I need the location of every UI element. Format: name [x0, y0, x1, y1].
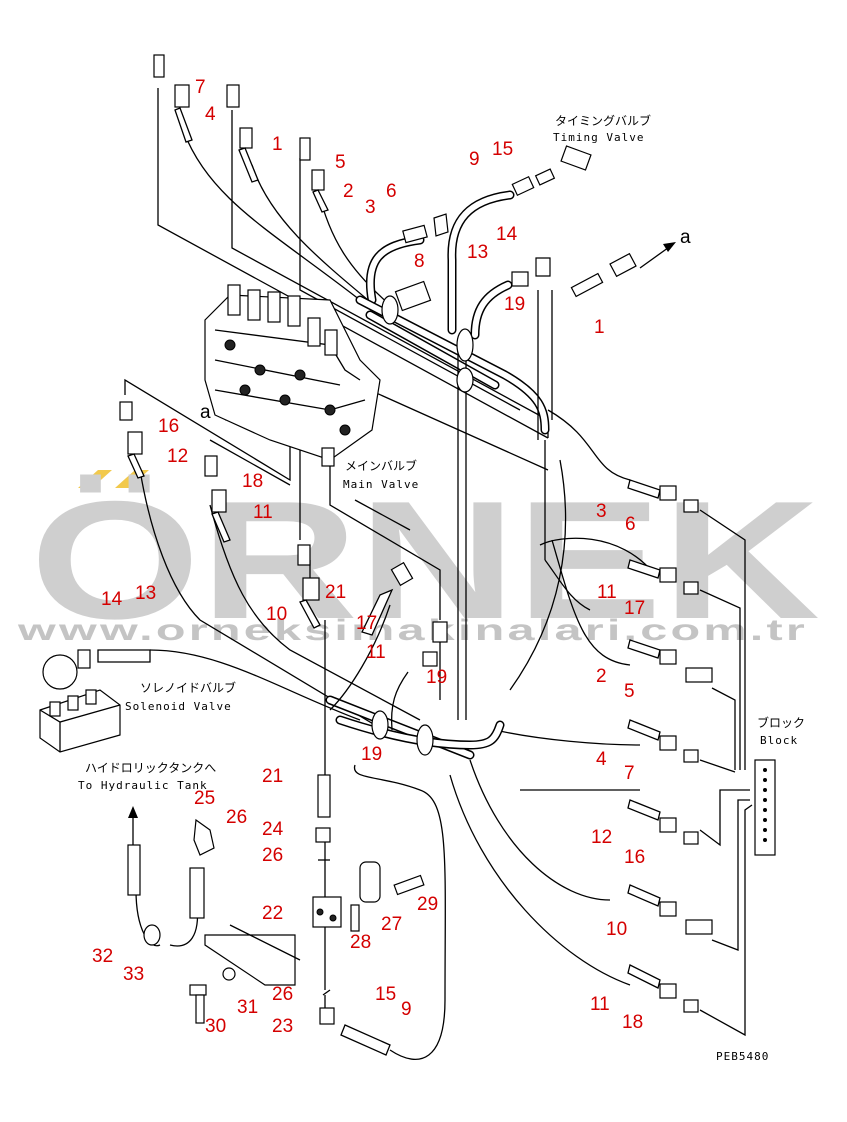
callout: 1 [594, 317, 605, 338]
hose-routing [124, 88, 753, 1060]
callout: 9 [401, 999, 412, 1020]
callout: 1 [272, 134, 283, 155]
view-marker-a: a [200, 402, 211, 423]
callout: 23 [272, 1016, 293, 1037]
watermark: ÖRNEK www.orneksimakinalari.com.tr [16, 466, 820, 654]
callout: 19 [361, 744, 382, 765]
callout: 5 [624, 681, 635, 702]
timing-valve-label-jp: タイミングバルブ [555, 113, 651, 128]
callout: 15 [375, 984, 396, 1005]
callout: 33 [123, 964, 144, 985]
callout: 11 [253, 502, 273, 523]
callout: 14 [496, 224, 518, 245]
callout: 4 [205, 104, 216, 125]
hydraulic-tank-label: To Hydraulic Tank [78, 779, 208, 792]
callout: 22 [262, 903, 283, 924]
callout: 9 [469, 149, 480, 170]
callout: 26 [262, 845, 283, 866]
solenoid-valve-label-jp: ソレノイドバルブ [140, 680, 236, 695]
watermark-url: www.orneksimakinalari.com.tr [16, 614, 808, 647]
callout: 31 [237, 997, 258, 1018]
callout: 24 [262, 819, 284, 840]
callout: 15 [492, 139, 513, 160]
callout: 29 [417, 894, 438, 915]
watermark-accent [78, 470, 112, 488]
callout: 2 [343, 181, 354, 202]
clamps [371, 280, 474, 756]
annotations: タイミングバルブ Timing Valve メインバルブ Main Valve … [78, 113, 805, 1063]
timing-valve-label: Timing Valve [553, 131, 644, 144]
callout: 8 [414, 251, 425, 272]
callout: 10 [606, 919, 627, 940]
callout: 11 [366, 642, 386, 663]
main-valve [204, 284, 381, 467]
callout: 11 [590, 994, 610, 1015]
callout: 3 [365, 197, 376, 218]
callout: 21 [325, 582, 346, 603]
solenoid-valve-label: Solenoid Valve [125, 700, 232, 713]
callout: 14 [101, 589, 123, 610]
callout: 10 [266, 604, 287, 625]
callout: 18 [242, 471, 263, 492]
callout: 11 [597, 582, 617, 603]
block-label: Block [760, 734, 798, 747]
callout: 17 [356, 613, 377, 634]
view-marker-a: a [680, 227, 691, 248]
callout: 17 [624, 598, 645, 619]
callout: 2 [596, 666, 607, 687]
callout: 16 [624, 847, 645, 868]
callout: 19 [504, 294, 525, 315]
callout: 32 [92, 946, 113, 967]
fittings [39, 54, 776, 1056]
accumulator [42, 654, 78, 690]
callout: 27 [381, 914, 402, 935]
callout: 3 [596, 501, 607, 522]
callout: 21 [262, 766, 283, 787]
callout: 12 [167, 446, 188, 467]
callout: 12 [591, 827, 612, 848]
callout: 7 [195, 77, 206, 98]
callout: 30 [205, 1016, 226, 1037]
callout: 5 [335, 152, 346, 173]
callout: 6 [386, 181, 397, 202]
block-label-jp: ブロック [757, 715, 805, 730]
callout: 19 [426, 667, 447, 688]
callout: 16 [158, 416, 179, 437]
block [754, 759, 776, 856]
callout: 25 [194, 788, 215, 809]
drawing-number: PEB5480 [716, 1050, 769, 1063]
main-valve-label: Main Valve [343, 478, 419, 491]
callout: 7 [624, 763, 635, 784]
callout: 13 [135, 583, 156, 604]
callout: 26 [272, 984, 293, 1005]
callout: 4 [596, 749, 607, 770]
main-valve-label-jp: メインバルブ [345, 458, 417, 473]
watermark-brand: ÖRNEK [30, 466, 820, 654]
hydraulic-tank-label-jp: ハイドロリックタンクへ [85, 761, 216, 775]
callout: 6 [625, 514, 636, 535]
callout: 26 [226, 807, 247, 828]
callout: 18 [622, 1012, 643, 1033]
callouts: 7 4 1 5 2 3 6 8 9 15 13 14 19 1 16 12 18… [92, 77, 645, 1037]
callout: 28 [350, 932, 371, 953]
callout: 13 [467, 242, 488, 263]
